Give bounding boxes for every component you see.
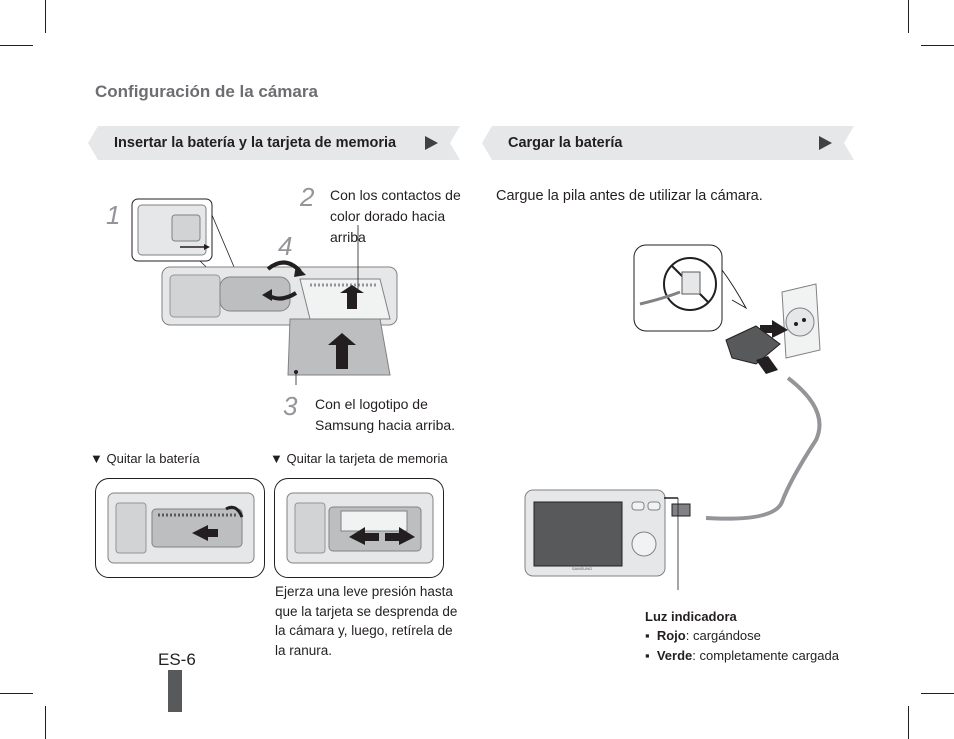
step-number: 2 [300,182,315,212]
remove-battery-label: ▼ Quitar la batería [90,451,200,466]
section-title: Configuración de la cámara [95,82,318,101]
step-number: 3 [283,391,298,421]
banner-title: Cargar la batería [508,135,623,151]
crop-mark [0,45,33,46]
crop-mark [908,706,909,739]
triangle-arrow-icon [425,136,438,150]
indicator-item-green: ▪ Verde: completamente cargada [645,648,839,663]
step-number: 1 [106,200,121,230]
indicator-green-desc: : completamente cargada [692,648,839,663]
crop-mark [45,706,46,739]
camera-brand-text: SAMSUNG [572,566,592,571]
page-number: ES-6 [158,650,196,669]
remove-card-illustration [274,478,444,578]
step-number: 4 [278,231,293,261]
remove-card-label: ▼ Quitar la tarjeta de memoria [270,451,448,466]
crop-mark [908,0,909,33]
remove-card-note: Ejerza una leve presión hasta que la tar… [275,584,458,658]
crop-mark [0,693,33,694]
indicator-red-label: Rojo [656,628,686,643]
indicator-title: Luz indicadora [645,609,737,624]
banner-insert-battery: Insertar la batería y la tarjeta de memo… [88,126,460,160]
step-text: Con los contactos de color dorado hacia … [330,187,461,245]
triangle-arrow-icon [819,136,832,150]
indicator-item-red: ▪ Rojo: cargándose [645,628,761,643]
charging-illustration: SAMSUNG [524,244,822,590]
crop-mark [921,693,954,694]
step-text: Con el logotipo de Samsung hacia arriba. [315,396,456,433]
crop-mark [921,45,954,46]
page-tab-marker [168,670,182,712]
indicator-red-desc: : cargándose [685,628,761,643]
crop-mark [45,0,46,33]
remove-battery-illustration [95,478,265,578]
banner-title: Insertar la batería y la tarjeta de memo… [114,135,397,151]
charge-intro: Cargue la pila antes de utilizar la cáma… [496,188,763,204]
banner-charge-battery: Cargar la batería [482,126,854,160]
battery-insert-illustration [131,198,398,385]
indicator-green-label: Verde [656,648,693,663]
